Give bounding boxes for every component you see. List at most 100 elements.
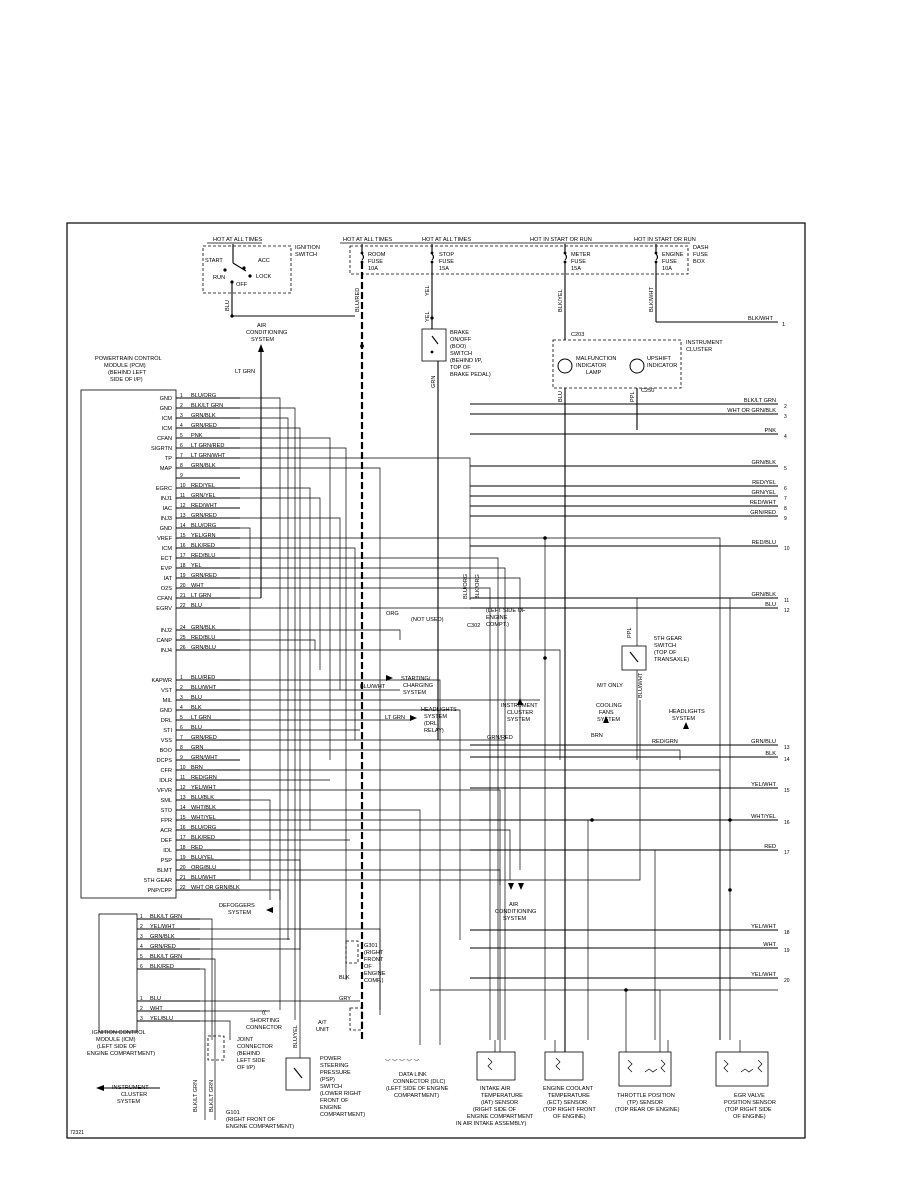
pcm-pin-num: 4 [180, 423, 183, 429]
svg-text:(TOP RIGHT SIDE: (TOP RIGHT SIDE [725, 1107, 772, 1113]
pcm-pin-name: FPR [161, 818, 172, 824]
pcm-pin-num: 11 [180, 493, 185, 499]
svg-text:POWER: POWER [320, 1056, 341, 1062]
pcm-pin-name: EGRC [156, 486, 172, 492]
svg-text:(RIGHT FRONT OF: (RIGHT FRONT OF [226, 1117, 276, 1123]
wire-segment [240, 889, 281, 900]
svg-text:SYSTEM: SYSTEM [228, 910, 251, 916]
pcm-pin-name: PNP/CPP [147, 888, 172, 894]
wire-splice [543, 656, 547, 660]
pcm-pin-wire: BLU/BLK [191, 795, 214, 801]
wire-segment [200, 968, 206, 1120]
pcm-pin-name: VST [161, 688, 172, 694]
arrow-icon [518, 883, 524, 890]
pcm-pin-num: 10 [180, 765, 186, 771]
pcm-pin-num: 26 [180, 645, 186, 651]
svg-text:OF: OF [364, 964, 372, 970]
icm-pin-num: 2 [140, 924, 143, 930]
svg-text:STARTING/: STARTING/ [401, 676, 431, 682]
svg-text:STEERING: STEERING [320, 1063, 349, 1069]
pcm-pin-wire: YEL/WHT [191, 785, 216, 791]
pcm-pin-num: 16 [180, 543, 186, 549]
pcm-pin-name: SML [160, 798, 172, 804]
svg-text:BOX: BOX [693, 259, 705, 265]
pcm-pin-name: STO [161, 808, 173, 814]
svg-text:CONDITIONING: CONDITIONING [246, 330, 287, 336]
right-wire-label: BLK/LT GRN [744, 398, 776, 404]
svg-text:STOP: STOP [439, 252, 454, 258]
pcm-pin-num: 22 [180, 885, 186, 891]
pcm-pin-wire: WHT [191, 583, 204, 589]
engine-fuse-wire: BLK/WHT [649, 287, 655, 312]
pcm-title: POWERTRAIN CONTROL MODULE (PCM) (BEHIND … [95, 356, 162, 383]
stop-fuse-wire: YEL [425, 285, 431, 296]
boo-feed-wire: YEL [425, 311, 431, 322]
svg-text:FUSE: FUSE [571, 259, 586, 265]
right-wire-label: GRN/RED [750, 510, 776, 516]
svg-text:SYSTEM: SYSTEM [424, 714, 447, 720]
right-wire-num: 7 [784, 496, 787, 502]
icm-pin-num: 5 [140, 954, 143, 960]
wire-segment [240, 649, 561, 760]
svg-text:FUSE: FUSE [439, 259, 454, 265]
svg-text:(DRL: (DRL [424, 721, 437, 727]
svg-text:MODULE (ICM): MODULE (ICM) [96, 1037, 136, 1043]
pcm-pin-num: 8 [180, 463, 183, 469]
svg-text:SYSTEM: SYSTEM [503, 916, 526, 922]
arrow-icon [386, 675, 393, 681]
svg-text:ENGINE COMPARTMENT: ENGINE COMPARTMENT [467, 1114, 534, 1120]
wire-segment [240, 709, 461, 940]
svg-text:(TOP OF: (TOP OF [654, 650, 677, 656]
pcm-pin-num: 6 [180, 443, 183, 449]
pcm-pin-name: DRL [161, 718, 172, 724]
pcm-pin-num: 9 [180, 755, 183, 761]
svg-text:(BEHIND: (BEHIND [237, 1051, 260, 1057]
instrument-cluster-box [552, 339, 682, 389]
pcm-pin-wire: LT GRN [191, 593, 211, 599]
right-wire-label: GRN/BLK [751, 592, 776, 598]
icm-pin-wire: YEL/WHT [150, 924, 175, 930]
diagram-frame [66, 222, 806, 1139]
wire-segment [240, 639, 316, 650]
svg-text:DATA LINK: DATA LINK [399, 1072, 427, 1078]
pcm-pin-wire: WHT/YEL [191, 815, 216, 821]
pcm-pin-num: 25 [180, 635, 186, 641]
wire-segment [240, 819, 589, 1040]
svg-text:ENGINE COMPARTMENT): ENGINE COMPARTMENT) [226, 1124, 294, 1130]
pcm-pin-name: CFR [161, 768, 173, 774]
hot-label-ign: HOT AT ALL TIMES [213, 237, 262, 243]
pcm-pin-name: IAT [164, 576, 173, 582]
svg-text:SWITCH: SWITCH [450, 351, 472, 357]
pcm-pin-name: DCPS [156, 758, 172, 764]
svg-text:ENGINE: ENGINE [662, 252, 684, 258]
svg-text:CLUSTER: CLUSTER [686, 347, 712, 353]
svg-text:INSTRUMENT: INSTRUMENT [501, 703, 538, 709]
ign-pos-start: START [205, 258, 223, 264]
hot-label-room: HOT AT ALL TIMES [343, 237, 392, 243]
svg-text:(LEFT SIDE OF ENGINE: (LEFT SIDE OF ENGINE [386, 1086, 449, 1092]
svg-text:CONNECTOR (DLC): CONNECTOR (DLC) [393, 1079, 446, 1085]
pcm-pin-wire: BLK/LT GRN [191, 403, 223, 409]
wire-segment [240, 799, 271, 900]
pcm-pin-wire: BLU/RED [191, 675, 215, 681]
pcm-pin-num: 4 [180, 705, 183, 711]
wire-splice [624, 988, 628, 992]
svg-text:TEMPERATURE: TEMPERATURE [481, 1093, 523, 1099]
icm-pin-wire: GRN/RED [150, 944, 176, 950]
pcm-pin-num: 10 [180, 483, 186, 489]
pcm-pin-wire: RED/BLU [191, 635, 215, 641]
svg-text:JOINT: JOINT [237, 1037, 254, 1043]
icm-pin-wire: WHT [150, 1006, 163, 1012]
pcm-pin-wire: BLU/ORG [191, 393, 216, 399]
pcm-pin-wire: GRN/BLK [191, 625, 216, 631]
right-wire-label: RED [764, 844, 776, 850]
svg-text:INTAKE AIR: INTAKE AIR [480, 1086, 510, 1092]
pcm-pin-num: 19 [180, 573, 186, 579]
wire-segment [240, 447, 347, 980]
